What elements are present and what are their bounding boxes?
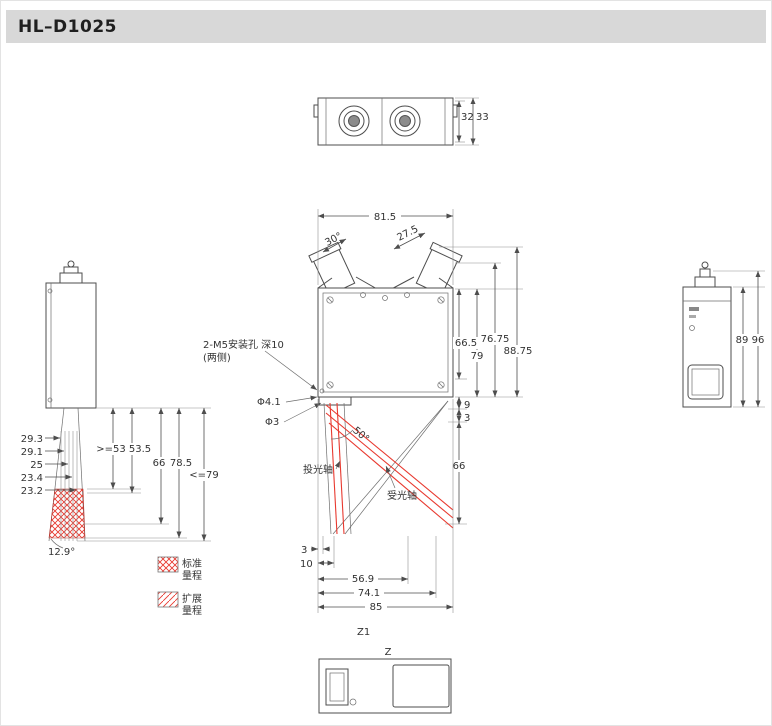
left-side-view: 12.9° 29.3 29.1 25 23.4 23.2 bbox=[21, 260, 219, 558]
indicator-marks bbox=[689, 307, 699, 331]
dim-79-label: 79 bbox=[471, 351, 484, 362]
dim-9-label: 9 bbox=[464, 400, 470, 411]
dim-89-label: 89 bbox=[736, 335, 749, 346]
phi-3-label: Φ3 bbox=[265, 417, 279, 428]
dim-53-5-label: 53.5 bbox=[129, 444, 151, 455]
dim-29-3-label: 29.3 bbox=[21, 434, 43, 445]
legend-extended-line2: 量程 bbox=[182, 605, 202, 617]
beam-lines bbox=[323, 400, 454, 535]
legend-standard-line2: 量程 bbox=[182, 570, 202, 582]
dim-81-5-label: 81.5 bbox=[374, 212, 396, 223]
front-view: 81.5 30° 27.5 66.5 79 76.75 88.75 bbox=[203, 209, 533, 638]
dim-76-75-label: 76.75 bbox=[481, 334, 510, 345]
dim-66-left-label: 66 bbox=[153, 458, 166, 469]
dim-10-label: 10 bbox=[300, 559, 313, 570]
dim-78-5-label: 78.5 bbox=[170, 458, 192, 469]
dim-29-1-label: 29.1 bbox=[21, 447, 43, 458]
dim-66-5-label: 66.5 bbox=[455, 338, 477, 349]
extended-range-swatch bbox=[157, 591, 179, 608]
dim-56-9-label: 56.9 bbox=[352, 574, 374, 585]
mount-note-line1: 2-M5安装孔 深10 bbox=[203, 338, 284, 351]
screws bbox=[326, 292, 445, 389]
lens-right bbox=[389, 105, 421, 137]
dim-23-2-label: 23.2 bbox=[21, 486, 43, 497]
z-label: Z bbox=[385, 647, 392, 658]
dim-25-label: 25 bbox=[30, 460, 43, 471]
z1-label: Z1 bbox=[357, 627, 370, 638]
legend-extended-line1: 扩展 bbox=[182, 592, 202, 605]
legend: 标准 量程 扩展 量程 bbox=[157, 556, 202, 617]
page-title: HL–D1025 bbox=[18, 16, 117, 37]
dim-85-label: 85 bbox=[370, 602, 383, 613]
angle-12-9-label: 12.9° bbox=[48, 547, 75, 558]
phi-4-1-label: Φ4.1 bbox=[257, 397, 281, 408]
connector-outline bbox=[687, 364, 724, 400]
standard-range-swatch bbox=[157, 556, 179, 573]
dim-32-label: 32 bbox=[461, 112, 474, 123]
legend-standard-line1: 标准 bbox=[182, 558, 202, 570]
receiver-axis-label: 受光轴 bbox=[387, 489, 417, 502]
dim-74-1-label: 74.1 bbox=[358, 588, 380, 599]
dim-66-front-label: 66 bbox=[453, 461, 466, 472]
dim-88-75-label: 88.75 bbox=[504, 346, 533, 357]
page-title-bar: HL–D1025 bbox=[6, 10, 766, 43]
mount-note-line2: (两侧) bbox=[203, 351, 231, 364]
dim-23-4-label: 23.4 bbox=[21, 473, 43, 484]
dim-3-bottom-label: 3 bbox=[301, 545, 307, 556]
dim-33-label: 33 bbox=[476, 112, 489, 123]
right-side-view: 89 96 bbox=[682, 261, 766, 408]
top-view: 32 33 bbox=[313, 97, 489, 146]
lens-left bbox=[338, 105, 370, 137]
standard-range-region bbox=[48, 488, 86, 539]
dim-96-label: 96 bbox=[752, 335, 765, 346]
dim-27-5-label: 27.5 bbox=[395, 224, 420, 244]
dim-ge53-label: >=53 bbox=[96, 444, 125, 455]
dim-3-side-label: 3 bbox=[464, 413, 470, 424]
bottom-view: Z bbox=[318, 647, 452, 714]
dim-le79-label: <=79 bbox=[189, 470, 218, 481]
